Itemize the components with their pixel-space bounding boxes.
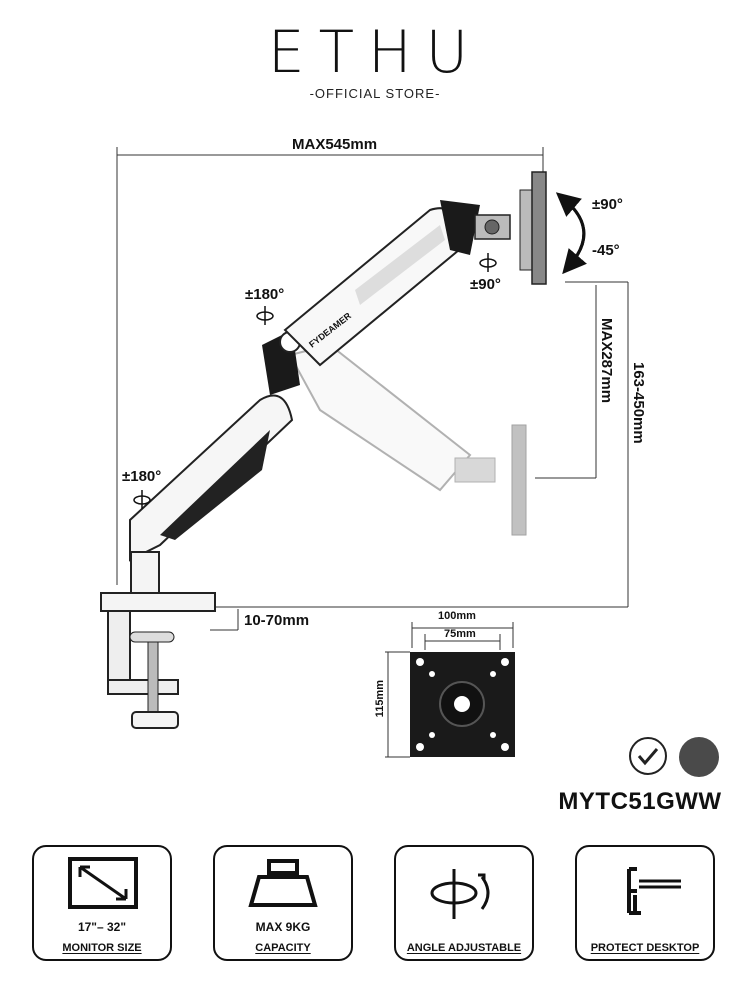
rotate-icon (430, 869, 490, 919)
monitor-head (440, 171, 547, 285)
feature-protect-desktop: PROTECT DESKTOP (575, 845, 715, 961)
desk-clamp-icon (627, 867, 681, 915)
tilt-down-label: -45° (592, 242, 620, 259)
base-rotation-icon (133, 490, 151, 509)
model-number: MYTC51GWW (558, 788, 722, 815)
product-diagram: FYDEAMER (100, 136, 647, 758)
monitor-arm-illustration: FYDEAMER (100, 147, 629, 758)
head-swivel-label: ±90° (470, 276, 501, 293)
base-swivel-label: ±180° (122, 468, 162, 485)
lower-arm (129, 394, 294, 601)
max-reach-label: MAX545mm (292, 136, 378, 153)
elbow-rotation-icon (256, 306, 274, 325)
vesa-height-label: 115mm (374, 680, 386, 718)
color-swatch-gray[interactable] (679, 737, 719, 777)
feature-angle-adjustable: ANGLE ADJUSTABLE (394, 845, 534, 961)
elbow-swivel-label: ±180° (245, 286, 285, 303)
feature-monitor-size-value: 17"– 32" (77, 920, 127, 934)
vesa-plate (385, 622, 515, 758)
clamp-thickness-label: 10-70mm (244, 612, 310, 629)
brand-logo: ETHU (267, 18, 483, 86)
desk-clamp (100, 592, 216, 729)
feature-monitor-size-label: MONITOR SIZE (62, 942, 142, 954)
feature-monitor-size: 17"– 32" MONITOR SIZE (32, 845, 172, 961)
tilt-up-label: ±90° (592, 196, 623, 213)
feature-capacity: MAX 9KG CAPACITY (213, 845, 353, 961)
ghost-arm (288, 343, 527, 536)
height-range-label: 163-450mm (630, 362, 647, 444)
monitor-size-icon (68, 857, 138, 909)
weight-icon (248, 859, 318, 907)
feature-capacity-label: CAPACITY (255, 942, 311, 954)
vesa-inner-width-label: 75mm (444, 628, 476, 640)
vesa-outer-width-label: 100mm (438, 610, 476, 622)
feature-capacity-value: MAX 9KG (255, 920, 311, 934)
head-rotation-icon (479, 253, 497, 272)
store-tagline: -OFFICIAL STORE- (309, 86, 441, 101)
color-swatch-white[interactable] (629, 737, 667, 775)
feature-angle-label: ANGLE ADJUSTABLE (406, 942, 522, 954)
checkmark-icon (637, 748, 659, 766)
feature-protect-label: PROTECT DESKTOP (590, 942, 700, 954)
max-lift-label: MAX287mm (598, 318, 615, 404)
upper-arm: FYDEAMER (283, 207, 467, 367)
